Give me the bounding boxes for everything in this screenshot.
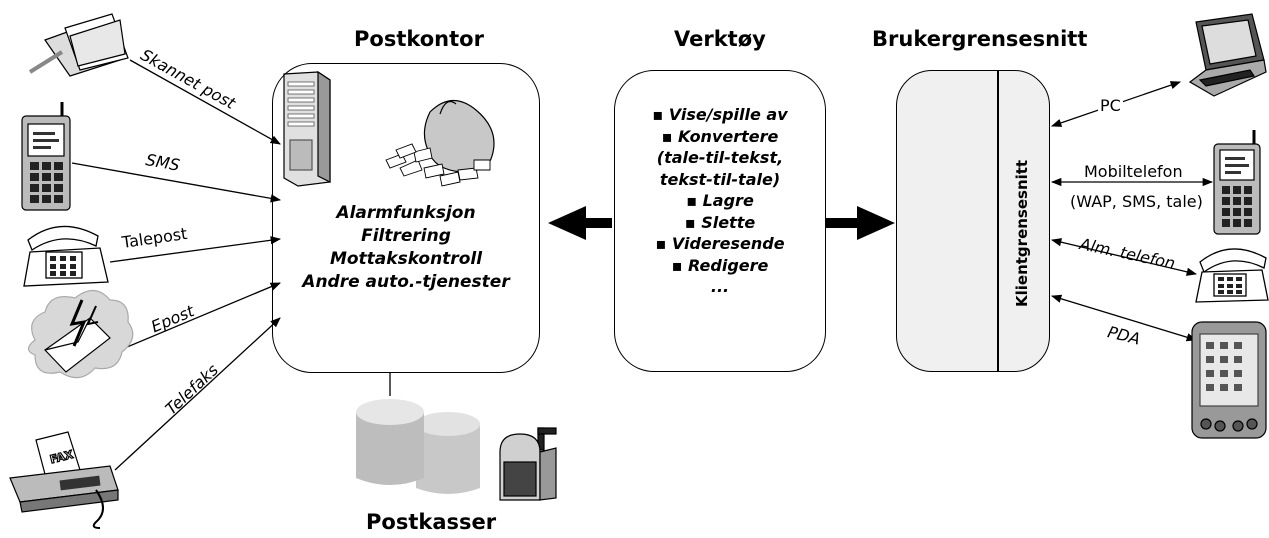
envelope-icon	[28, 13, 129, 77]
postkontor-line: Andre auto.-tjenester	[302, 272, 510, 292]
laptop-icon	[1188, 13, 1267, 97]
postkontor-line: Filtrering	[361, 226, 451, 246]
verktoy-line: ▪ Lagre	[686, 191, 754, 210]
desk-telephone-icon	[23, 225, 109, 287]
mobile-phone-icon	[1213, 130, 1261, 235]
header-postkasser: Postkasser	[366, 510, 497, 534]
connector-alm	[1050, 238, 1198, 276]
label-pc: PC	[1098, 96, 1123, 115]
connector-sms	[71, 162, 282, 203]
arrow-to-brukergrensesnitt	[825, 206, 895, 240]
mail-sack-icon	[385, 99, 495, 187]
header-verktoy: Verktøy	[674, 27, 766, 51]
verktoy-line: ▪ Videresende	[655, 234, 785, 253]
brukergrensesnitt-box	[896, 70, 1050, 372]
connector-telefaks	[114, 317, 281, 471]
verktoy-line: ▪ Konvertere	[661, 126, 779, 146]
connector-talepost	[109, 236, 282, 263]
header-postkontor: Postkontor	[354, 27, 484, 51]
verktoy-box	[614, 70, 826, 372]
connector-pda	[1051, 294, 1197, 342]
verktoy-line: ...	[710, 277, 730, 296]
verktoy-line: ▪ Vise/spille av	[652, 105, 788, 124]
arrow-to-postkontor	[548, 206, 612, 240]
mailbox-icon	[499, 427, 557, 501]
storage-cylinders-icon	[356, 399, 480, 494]
fax-label: FAX	[49, 448, 75, 466]
postkontor-box	[272, 63, 540, 373]
mobile-phone-icon	[21, 102, 71, 211]
client-interface-label: Klientgrensesnitt	[1013, 159, 1031, 307]
header-brukergrensesnitt: Brukergrensesnitt	[872, 27, 1088, 51]
pda-icon	[1191, 321, 1267, 439]
verktoy-functions: ▪ Vise/spille av ▪ Konvertere (tale-til-…	[614, 104, 826, 298]
desk-telephone-icon	[1195, 248, 1269, 303]
email-cloud-icon	[27, 289, 134, 379]
client-divider	[997, 70, 999, 372]
fax-machine-icon: FAX	[9, 431, 119, 529]
label-mobiltelefon-detail: (WAP, SMS, tale)	[1068, 192, 1205, 211]
verktoy-line: (tale-til-tekst,	[656, 148, 784, 167]
connector-skannet	[129, 59, 281, 145]
verktoy-line: tekst-til-tale)	[659, 169, 781, 189]
verktoy-line: ▪ Slette	[684, 212, 756, 232]
postkontor-functions: Alarmfunksjon Filtrering Mottakskontroll…	[272, 202, 540, 294]
connector-epost	[119, 282, 281, 351]
label-mobiltelefon: Mobiltelefon	[1082, 162, 1185, 181]
postkontor-line: Mottakskontroll	[329, 249, 483, 269]
verktoy-line: ▪ Redigere	[671, 255, 769, 275]
postkontor-line: Alarmfunksjon	[336, 203, 476, 223]
